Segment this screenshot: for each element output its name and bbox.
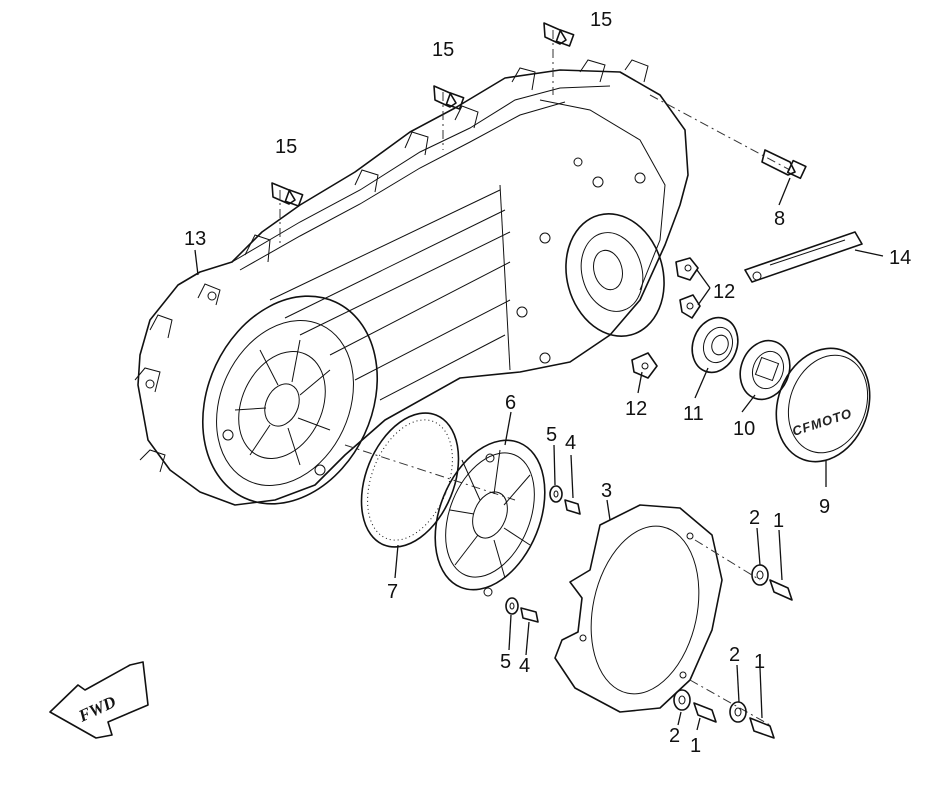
plate-3 (554, 504, 771, 726)
grille-6 (434, 439, 546, 597)
bolt-15-middle (433, 85, 465, 110)
callout-15: 15 (432, 39, 454, 61)
callout-15: 15 (590, 9, 612, 31)
screw-4-lower (520, 607, 539, 623)
clip-12-upper (675, 257, 699, 281)
callout-11: 11 (683, 403, 704, 425)
callout-5: 5 (500, 651, 511, 673)
crankcase-cover-13 (134, 59, 689, 506)
callout-2: 2 (749, 507, 760, 529)
callouts: 15 15 15 13 8 14 12 12 11 10 9 6 5 4 3 7… (184, 9, 911, 757)
callout-12: 12 (713, 281, 735, 303)
bolt-1-b (693, 702, 717, 723)
callout-5: 5 (546, 424, 557, 446)
callout-4: 4 (565, 432, 576, 454)
bolts-15 (271, 22, 575, 245)
callout-2: 2 (729, 644, 740, 666)
callout-2: 2 (669, 725, 680, 747)
callout-14: 14 (889, 247, 911, 269)
bolt-1-c (749, 717, 775, 739)
washer-2-b (673, 689, 691, 711)
callout-13: 13 (184, 228, 206, 250)
plate-14 (744, 231, 863, 283)
screw-4-upper (564, 499, 581, 515)
callout-4: 4 (519, 655, 530, 677)
callout-12: 12 (625, 398, 647, 420)
bolt-15-top (543, 22, 575, 47)
bearing-11 (691, 316, 739, 374)
washer-5-lower (505, 597, 519, 615)
leader-lines (194, 177, 884, 731)
callout-6: 6 (505, 392, 516, 414)
seal-10 (739, 339, 791, 401)
washer-2-c (729, 701, 747, 723)
clip-12-lower (631, 352, 658, 379)
callout-8: 8 (774, 208, 785, 230)
bolt-15-left (271, 182, 304, 207)
clip-12-middle (679, 294, 701, 319)
bolt-1-a (769, 579, 793, 601)
washer-5-upper (549, 485, 563, 503)
callout-1: 1 (773, 510, 784, 532)
callout-3: 3 (601, 480, 612, 502)
bolt-8 (649, 94, 807, 180)
callout-15: 15 (275, 136, 297, 158)
callout-9: 9 (819, 496, 830, 518)
fwd-arrow: FWD (49, 661, 149, 739)
callout-1: 1 (754, 651, 765, 673)
callout-7: 7 (387, 581, 398, 603)
cover-brand-text: CFMOTO (790, 405, 854, 438)
washer-2-a (751, 564, 769, 586)
callout-10: 10 (733, 418, 755, 440)
callout-1: 1 (690, 735, 701, 757)
